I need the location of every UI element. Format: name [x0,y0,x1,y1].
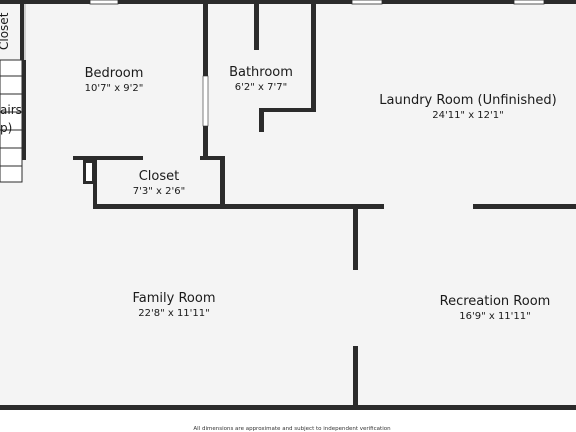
bottom-wall [0,405,576,410]
left-closet-wall [20,4,24,60]
recreation-room-name: Recreation Room [440,294,551,309]
closet-name: Closet [139,169,180,184]
closet-dimensions: 7'3" x 2'6" [133,186,185,197]
bathroom-name: Bathroom [229,65,293,80]
closet-top-wall [200,156,224,160]
stairs-label: airs [0,103,22,117]
recreation-room-dimensions: 16'9" x 11'11" [459,311,531,322]
pillar-inner [86,163,92,181]
stairs-direction-label: p) [0,121,12,135]
closet-left-label: Closet [0,12,11,50]
window [351,0,383,5]
stairs-side-wall [22,60,26,160]
bathroom-dimensions: 6'2" x 7'7" [235,82,287,93]
bathroom-bottom-stub [259,108,264,132]
top-wall [0,0,576,4]
bedroom-dimensions: 10'7" x 9'2" [85,83,144,94]
bedroom-bottom-wall [73,156,143,160]
bathroom-right-wall [311,4,316,112]
disclaimer-text: All dimensions are approximate and subje… [193,426,391,432]
divider-wall-upper [353,204,358,270]
bathroom-wall-stub [254,4,259,50]
closet-left-wall [93,160,97,208]
bathroom-bottom-wall [259,108,316,112]
bedroom-name: Bedroom [85,66,144,81]
stairs [0,59,23,183]
left-closet-trim [24,4,26,60]
bedroom-door [202,75,209,127]
family-room-dimensions: 22'8" x 11'11" [138,308,210,319]
laundry-dimensions: 24'11" x 12'1" [432,110,504,121]
closet-right-wall [220,156,225,208]
window [89,0,119,5]
divider-wall-lower [353,346,358,408]
window [513,0,545,5]
family-room-name: Family Room [133,291,216,306]
main-horizontal-wall [93,204,384,209]
right-horizontal-wall [473,204,576,209]
laundry-name: Laundry Room (Unfinished) [379,93,556,108]
